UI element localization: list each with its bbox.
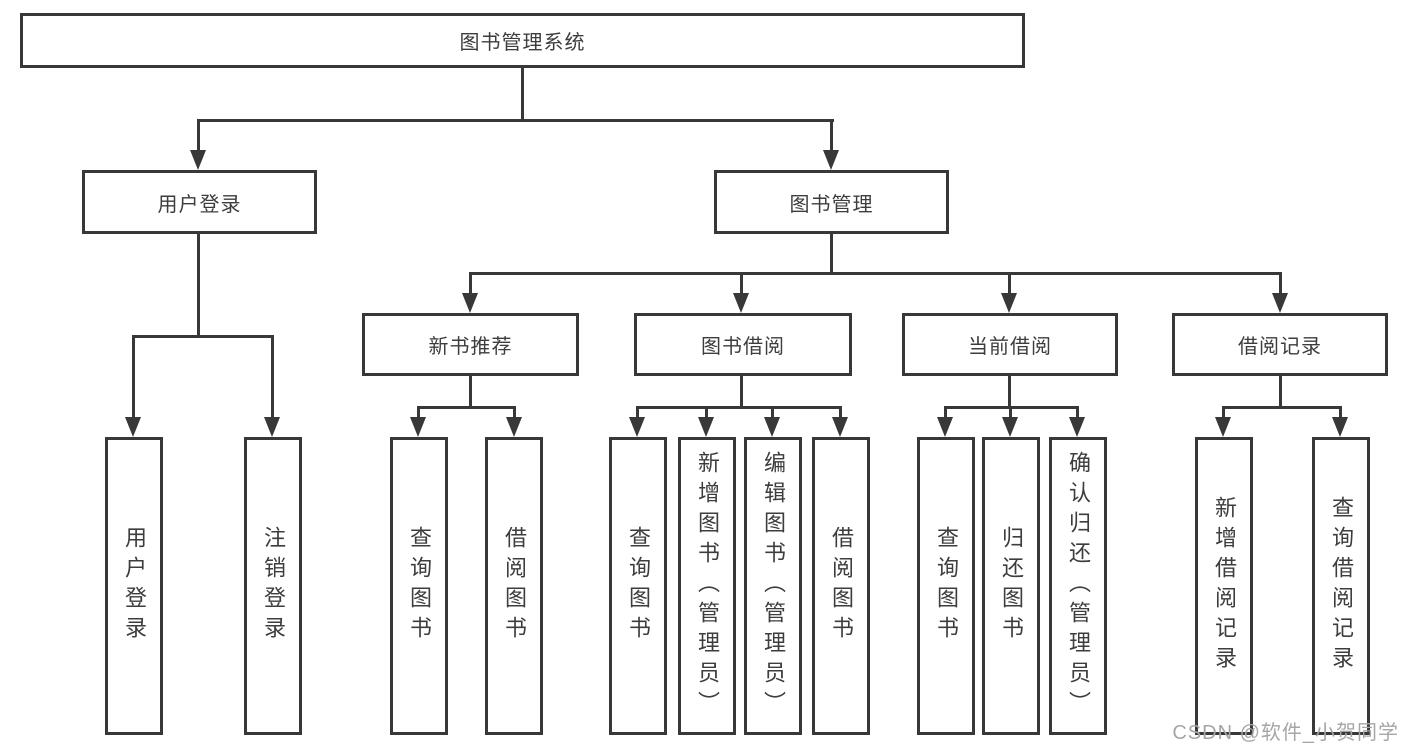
node-label: 当前借阅 (968, 336, 1052, 358)
leaf-query-books-recommend: 查询图书 (390, 437, 448, 735)
connector-line (636, 406, 639, 419)
node-book-borrowing: 图书借阅 (634, 313, 852, 376)
connector-line (417, 406, 420, 419)
node-book-management: 图书管理 (714, 170, 949, 234)
node-label: 图书管理 (789, 193, 874, 216)
node-label: 新书推荐 (428, 336, 513, 358)
connector-line (740, 272, 743, 295)
connector-line (132, 335, 135, 419)
connector-line (1009, 406, 1012, 419)
node-new-book-recommend: 新书推荐 (362, 313, 579, 376)
connector-line (740, 376, 743, 409)
node-label: 归还图书 (999, 526, 1024, 646)
connector-line (1008, 376, 1011, 409)
arrow-down-icon (190, 150, 206, 170)
node-label: 编辑图书（管理员） (761, 451, 786, 721)
arrow-down-icon (698, 417, 714, 437)
arrow-down-icon (410, 417, 426, 437)
leaf-borrow-books-borrowing: 借阅图书 (812, 437, 870, 735)
arrow-down-icon (764, 417, 780, 437)
arrow-down-icon (264, 417, 280, 437)
arrow-down-icon (1002, 417, 1018, 437)
arrow-down-icon (1332, 417, 1348, 437)
connector-line (469, 376, 472, 409)
leaf-logout-login: 注销登录 (244, 437, 302, 735)
arrow-down-icon (629, 417, 645, 437)
arrow-down-icon (125, 417, 141, 437)
node-library-system: 图书管理系统 (20, 13, 1025, 68)
connector-line (197, 119, 834, 122)
arrow-down-icon (823, 150, 839, 170)
connector-line (1339, 406, 1342, 419)
leaf-query-books-borrowing: 查询图书 (609, 437, 667, 735)
connector-line (521, 68, 524, 121)
arrow-down-icon (506, 417, 522, 437)
connector-line (1222, 406, 1342, 409)
connector-line (1279, 376, 1282, 409)
leaf-add-books-admin: 新增图书（管理员） (678, 437, 736, 735)
node-label: 查询图书 (626, 526, 651, 646)
leaf-add-borrow-record: 新增借阅记录 (1195, 437, 1253, 735)
node-label: 查询借阅记录 (1329, 496, 1354, 676)
connector-line (705, 406, 708, 419)
node-label: 用户登录 (122, 526, 147, 646)
connector-line (636, 406, 842, 409)
connector-line (1008, 272, 1011, 295)
connector-line (1076, 406, 1079, 419)
node-label: 图书借阅 (701, 336, 785, 358)
arrow-down-icon (1001, 293, 1017, 313)
connector-line (197, 119, 200, 152)
connector-line (132, 335, 274, 338)
leaf-query-borrow-record: 查询借阅记录 (1312, 437, 1370, 735)
connector-line (830, 119, 833, 152)
arrow-down-icon (937, 417, 953, 437)
connector-line (469, 272, 1282, 275)
node-label: 图书管理系统 (459, 32, 586, 54)
arrow-down-icon (462, 293, 478, 313)
leaf-user-login: 用户登录 (105, 437, 163, 735)
node-label: 借阅记录 (1238, 336, 1322, 358)
connector-line (417, 406, 516, 409)
node-label: 确认归还（管理员） (1066, 451, 1091, 721)
connector-line (469, 272, 472, 295)
leaf-edit-books-admin: 编辑图书（管理员） (744, 437, 802, 735)
node-current-borrowing: 当前借阅 (902, 313, 1118, 376)
node-label: 新增图书（管理员） (695, 451, 720, 721)
arrow-down-icon (832, 417, 848, 437)
node-label: 借阅图书 (829, 526, 854, 646)
connector-line (1279, 272, 1282, 295)
leaf-confirm-return-admin: 确认归还（管理员） (1049, 437, 1107, 735)
node-label: 查询图书 (407, 526, 432, 646)
arrow-down-icon (1272, 293, 1288, 313)
leaf-return-books: 归还图书 (982, 437, 1040, 735)
node-borrowing-records: 借阅记录 (1172, 313, 1388, 376)
connector-line (1222, 406, 1225, 419)
node-label: 注销登录 (261, 526, 286, 646)
arrow-down-icon (733, 293, 749, 313)
connector-line (839, 406, 842, 419)
node-label: 新增借阅记录 (1212, 496, 1237, 676)
node-label: 查询图书 (934, 526, 959, 646)
node-user-login: 用户登录 (82, 170, 317, 234)
arrow-down-icon (1069, 417, 1085, 437)
connector-line (513, 406, 516, 419)
leaf-borrow-books-recommend: 借阅图书 (485, 437, 543, 735)
node-label: 用户登录 (157, 193, 242, 216)
node-label: 借阅图书 (502, 526, 527, 646)
connector-line (271, 335, 274, 419)
connector-line (944, 406, 947, 419)
arrow-down-icon (1215, 417, 1231, 437)
connector-line (830, 234, 833, 275)
connector-line (771, 406, 774, 419)
connector-line (197, 234, 200, 338)
watermark: CSDN @软件_小贺同学 (1172, 722, 1399, 744)
leaf-query-books-current: 查询图书 (917, 437, 975, 735)
